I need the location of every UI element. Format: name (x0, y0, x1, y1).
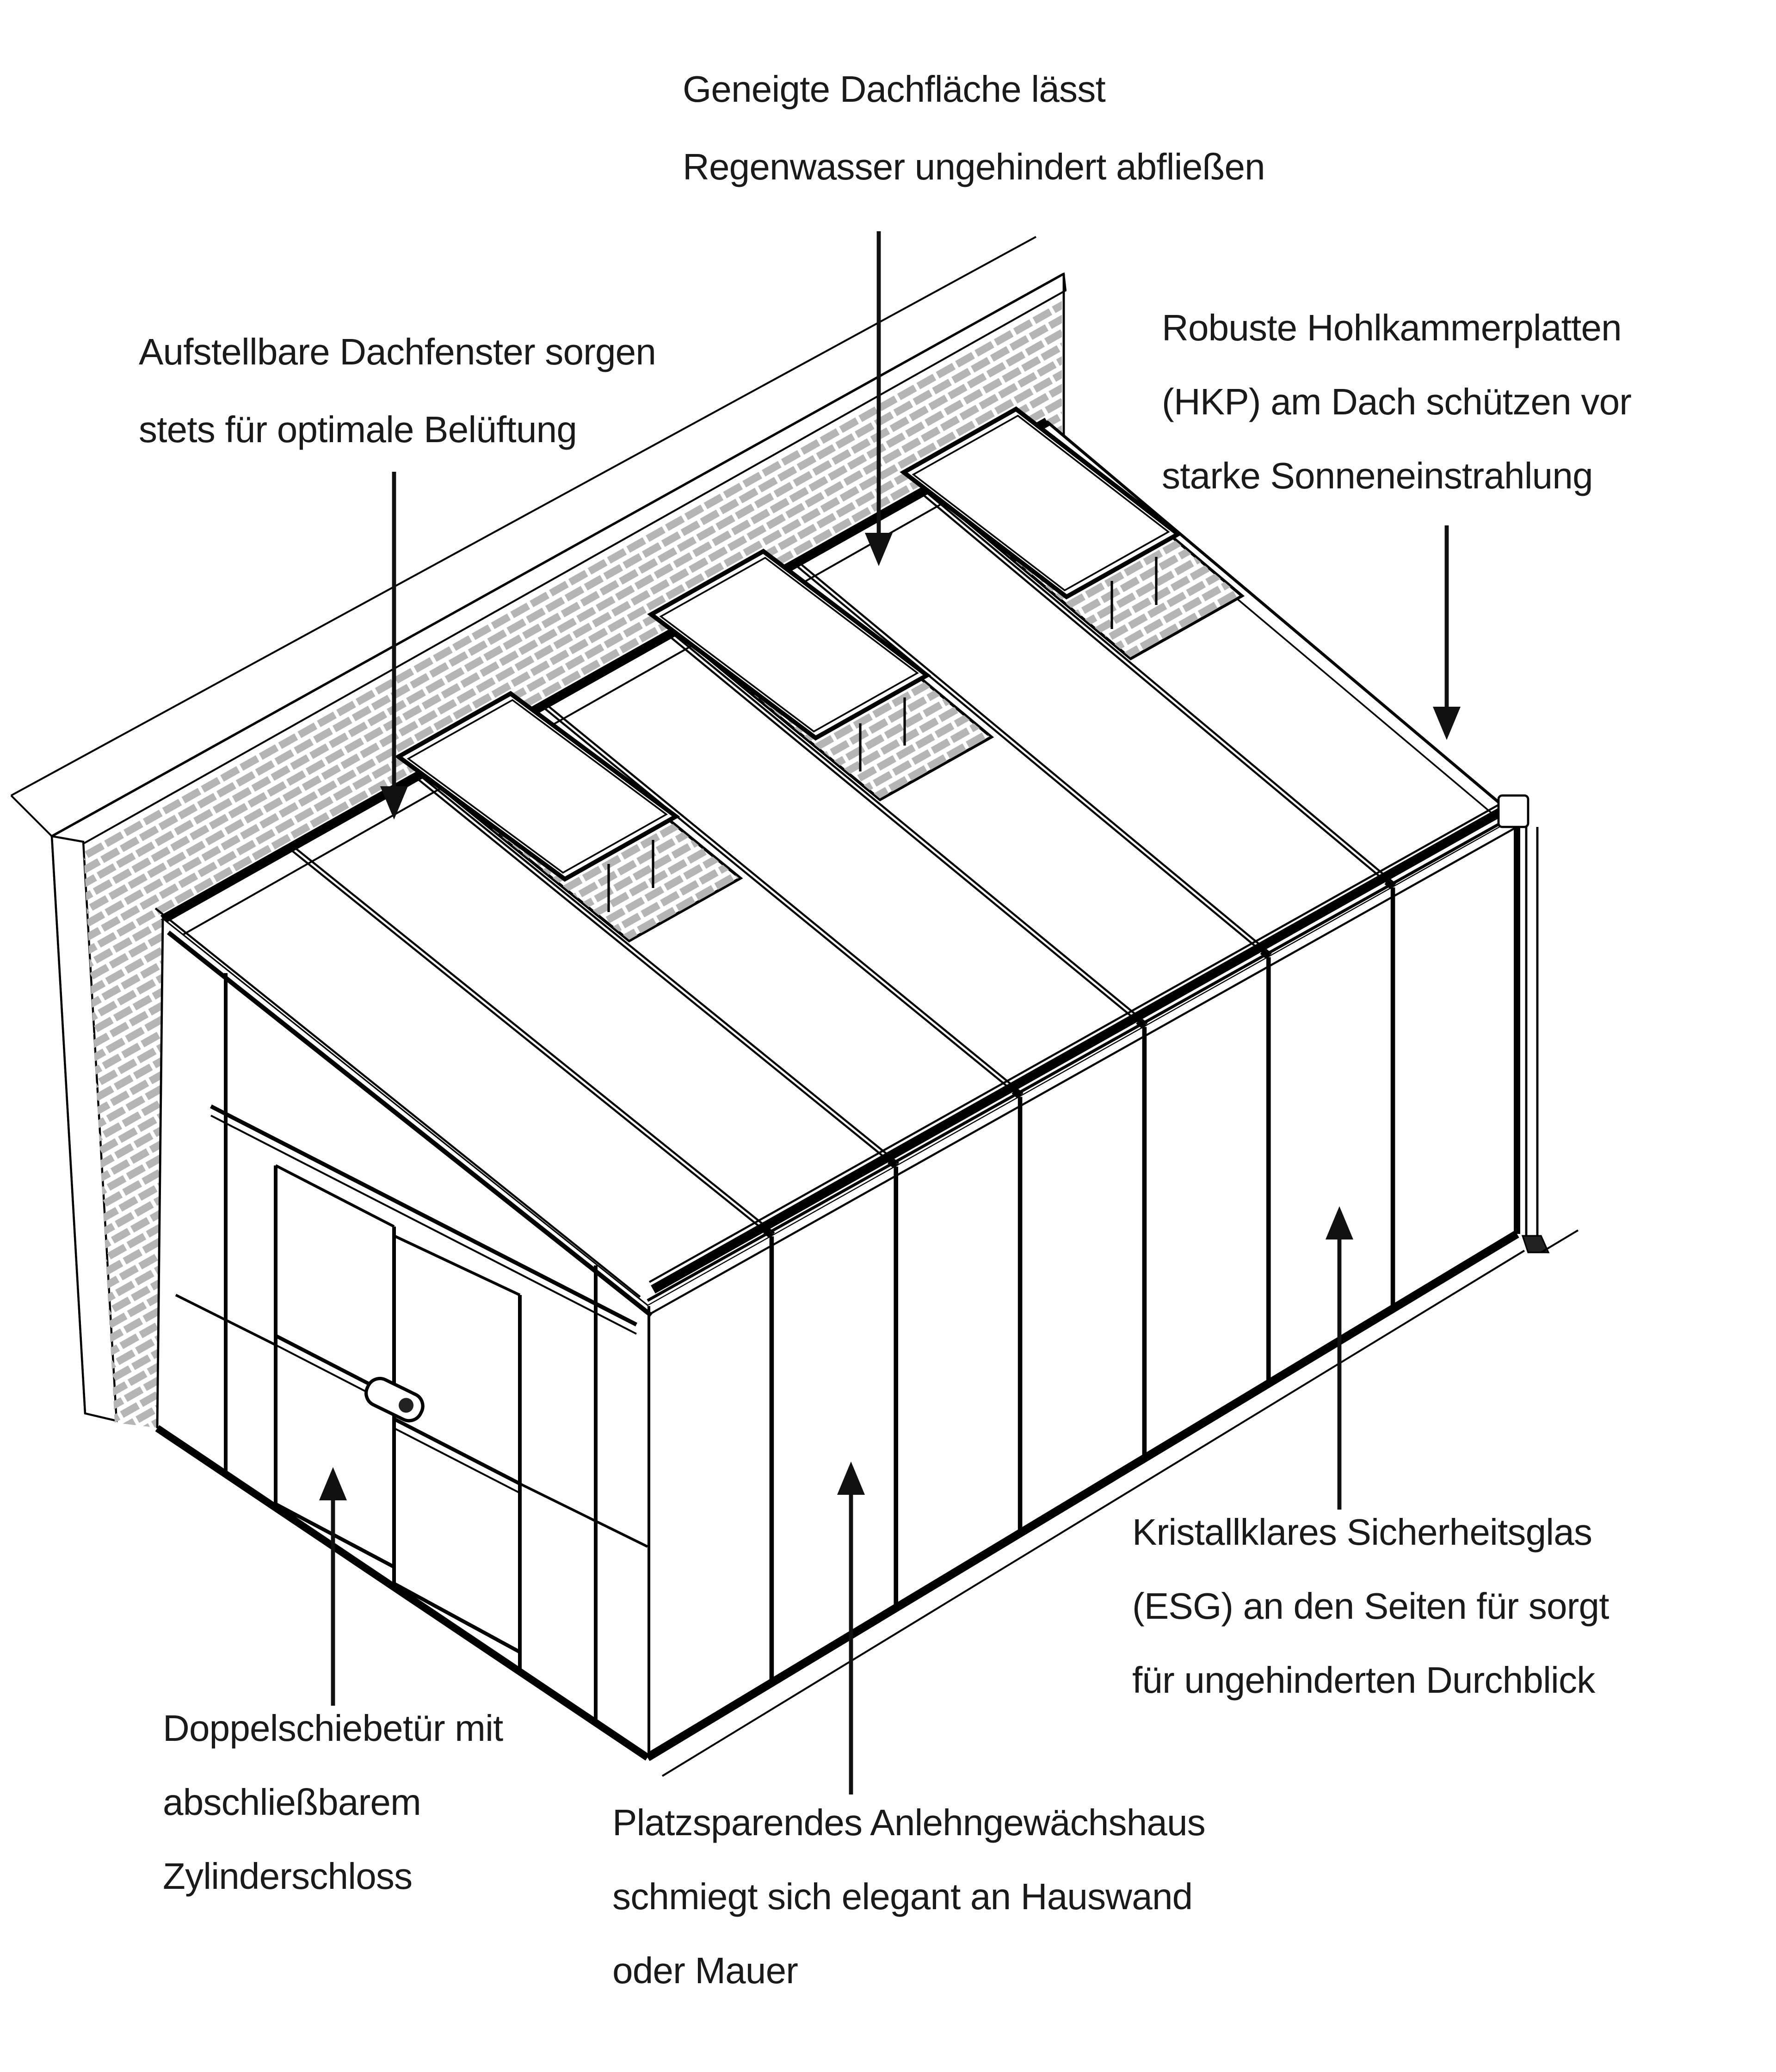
gutter-outlet (1497, 794, 1529, 828)
label-lean-to-line-3: oder Mauer (612, 1950, 798, 1991)
vent-stay-struts (1110, 557, 1158, 629)
ridge-under-line (173, 443, 1048, 941)
eave-top-line (648, 795, 1516, 1283)
vent-stay-struts (859, 697, 906, 771)
arrow-roof-slope (865, 231, 893, 566)
arrow-lean-to (837, 1462, 865, 1794)
label-door-line-2: abschließbarem (163, 1782, 421, 1823)
roof-right-edge (1046, 420, 1518, 819)
door-right-mid-rail (393, 1417, 521, 1486)
gable-wall-edge (156, 919, 164, 1429)
gable-wall (157, 919, 648, 1758)
label-roof-panels-line-1: Robuste Hohlkammerplatten (1162, 307, 1622, 348)
door-top-track-inner (210, 1115, 637, 1335)
roof-left-fascia-top (154, 907, 641, 1298)
front-wall (645, 794, 1579, 1777)
front-wall-glazing-bars (769, 887, 1395, 1683)
door-handle-lock (364, 1377, 425, 1423)
cylinder-lock-icon (399, 1398, 414, 1413)
annotation-arrows (319, 231, 1461, 1794)
vent-lid (900, 406, 1182, 600)
arrow-side-glass (1326, 1206, 1353, 1510)
ground-shadow-line (661, 1250, 1525, 1777)
label-roof-panels-line-3: starke Sonneneinstrahlung (1162, 455, 1593, 496)
door-right-mid-rail-inner (394, 1427, 520, 1494)
label-lean-to-line-2: schmiegt sich elegant an Hauswand (612, 1876, 1192, 1917)
door-right-panel-bottom (393, 1582, 521, 1654)
downpipe-foot (1521, 1235, 1550, 1253)
label-roof-slope-line-1: Geneigte Dachfläche lässt (683, 68, 1105, 110)
label-lean-to-line-1: Platzsparendes Anlehngewächshaus (612, 1802, 1205, 1843)
gable-top-beam (166, 931, 653, 1317)
wall-left-outer-edge (50, 836, 86, 1414)
roof-vent-window (900, 406, 1245, 660)
label-side-glass-line-2: (ESG) an den Seiten für sorgt (1132, 1585, 1609, 1627)
door-right-panel-top (393, 1234, 521, 1296)
gable-mid-rail-right (519, 1482, 648, 1548)
vent-stay-struts (607, 840, 654, 912)
label-door-line-3: Zylinderschloss (163, 1856, 412, 1897)
arrow-roof-windows (380, 472, 408, 820)
ridge-wall-profile (160, 418, 1049, 924)
label-roof-panels-line-2: (HKP) am Dach schützen vor (1162, 381, 1631, 422)
downpipe (1521, 827, 1579, 1253)
door-top-track (210, 1104, 638, 1326)
gable-mid-rail-left (175, 1294, 277, 1346)
arrow-roof-panels (1433, 525, 1461, 740)
roof-vent-window (394, 691, 743, 943)
front-wall-top-rail (647, 826, 1518, 1316)
label-side-glass-line-3: für ungehinderten Durchblick (1132, 1659, 1596, 1701)
arrow-door (319, 1467, 347, 1706)
gable-sill (155, 1425, 650, 1761)
vent-lid (394, 691, 680, 882)
double-sliding-door (210, 1104, 638, 1669)
eave-front-edge (647, 813, 1518, 1302)
annotation-labels: Geneigte Dachfläche lässt Regenwasser un… (139, 68, 1632, 1991)
label-door-line-1: Doppelschiebetür mit (163, 1708, 503, 1749)
wall-rear-top-edge (11, 236, 1036, 796)
gable-door-wall (155, 919, 653, 1761)
wall-top-left-join (10, 795, 53, 837)
downpipe-ground-line (1540, 1229, 1579, 1253)
vent-lid (647, 549, 931, 741)
roof-vent-windows (394, 406, 1245, 943)
label-roof-slope-line-2: Regenwasser ungehindert abfließen (683, 146, 1265, 187)
eave-shade-strip (651, 801, 1516, 1294)
roof-vent-window (647, 549, 994, 802)
label-side-glass-line-1: Kristallklares Sicherheitsglas (1132, 1511, 1592, 1553)
front-wall-glass (648, 818, 1517, 1758)
label-roof-windows-line-2: stets für optimale Belüftung (139, 409, 577, 450)
front-wall-sill (645, 1230, 1519, 1761)
wall-top-outer-edge (51, 272, 1065, 838)
door-left-panel-top (275, 1164, 395, 1228)
label-roof-windows-line-1: Aufstellbare Dachfenster sorgen (139, 331, 656, 372)
